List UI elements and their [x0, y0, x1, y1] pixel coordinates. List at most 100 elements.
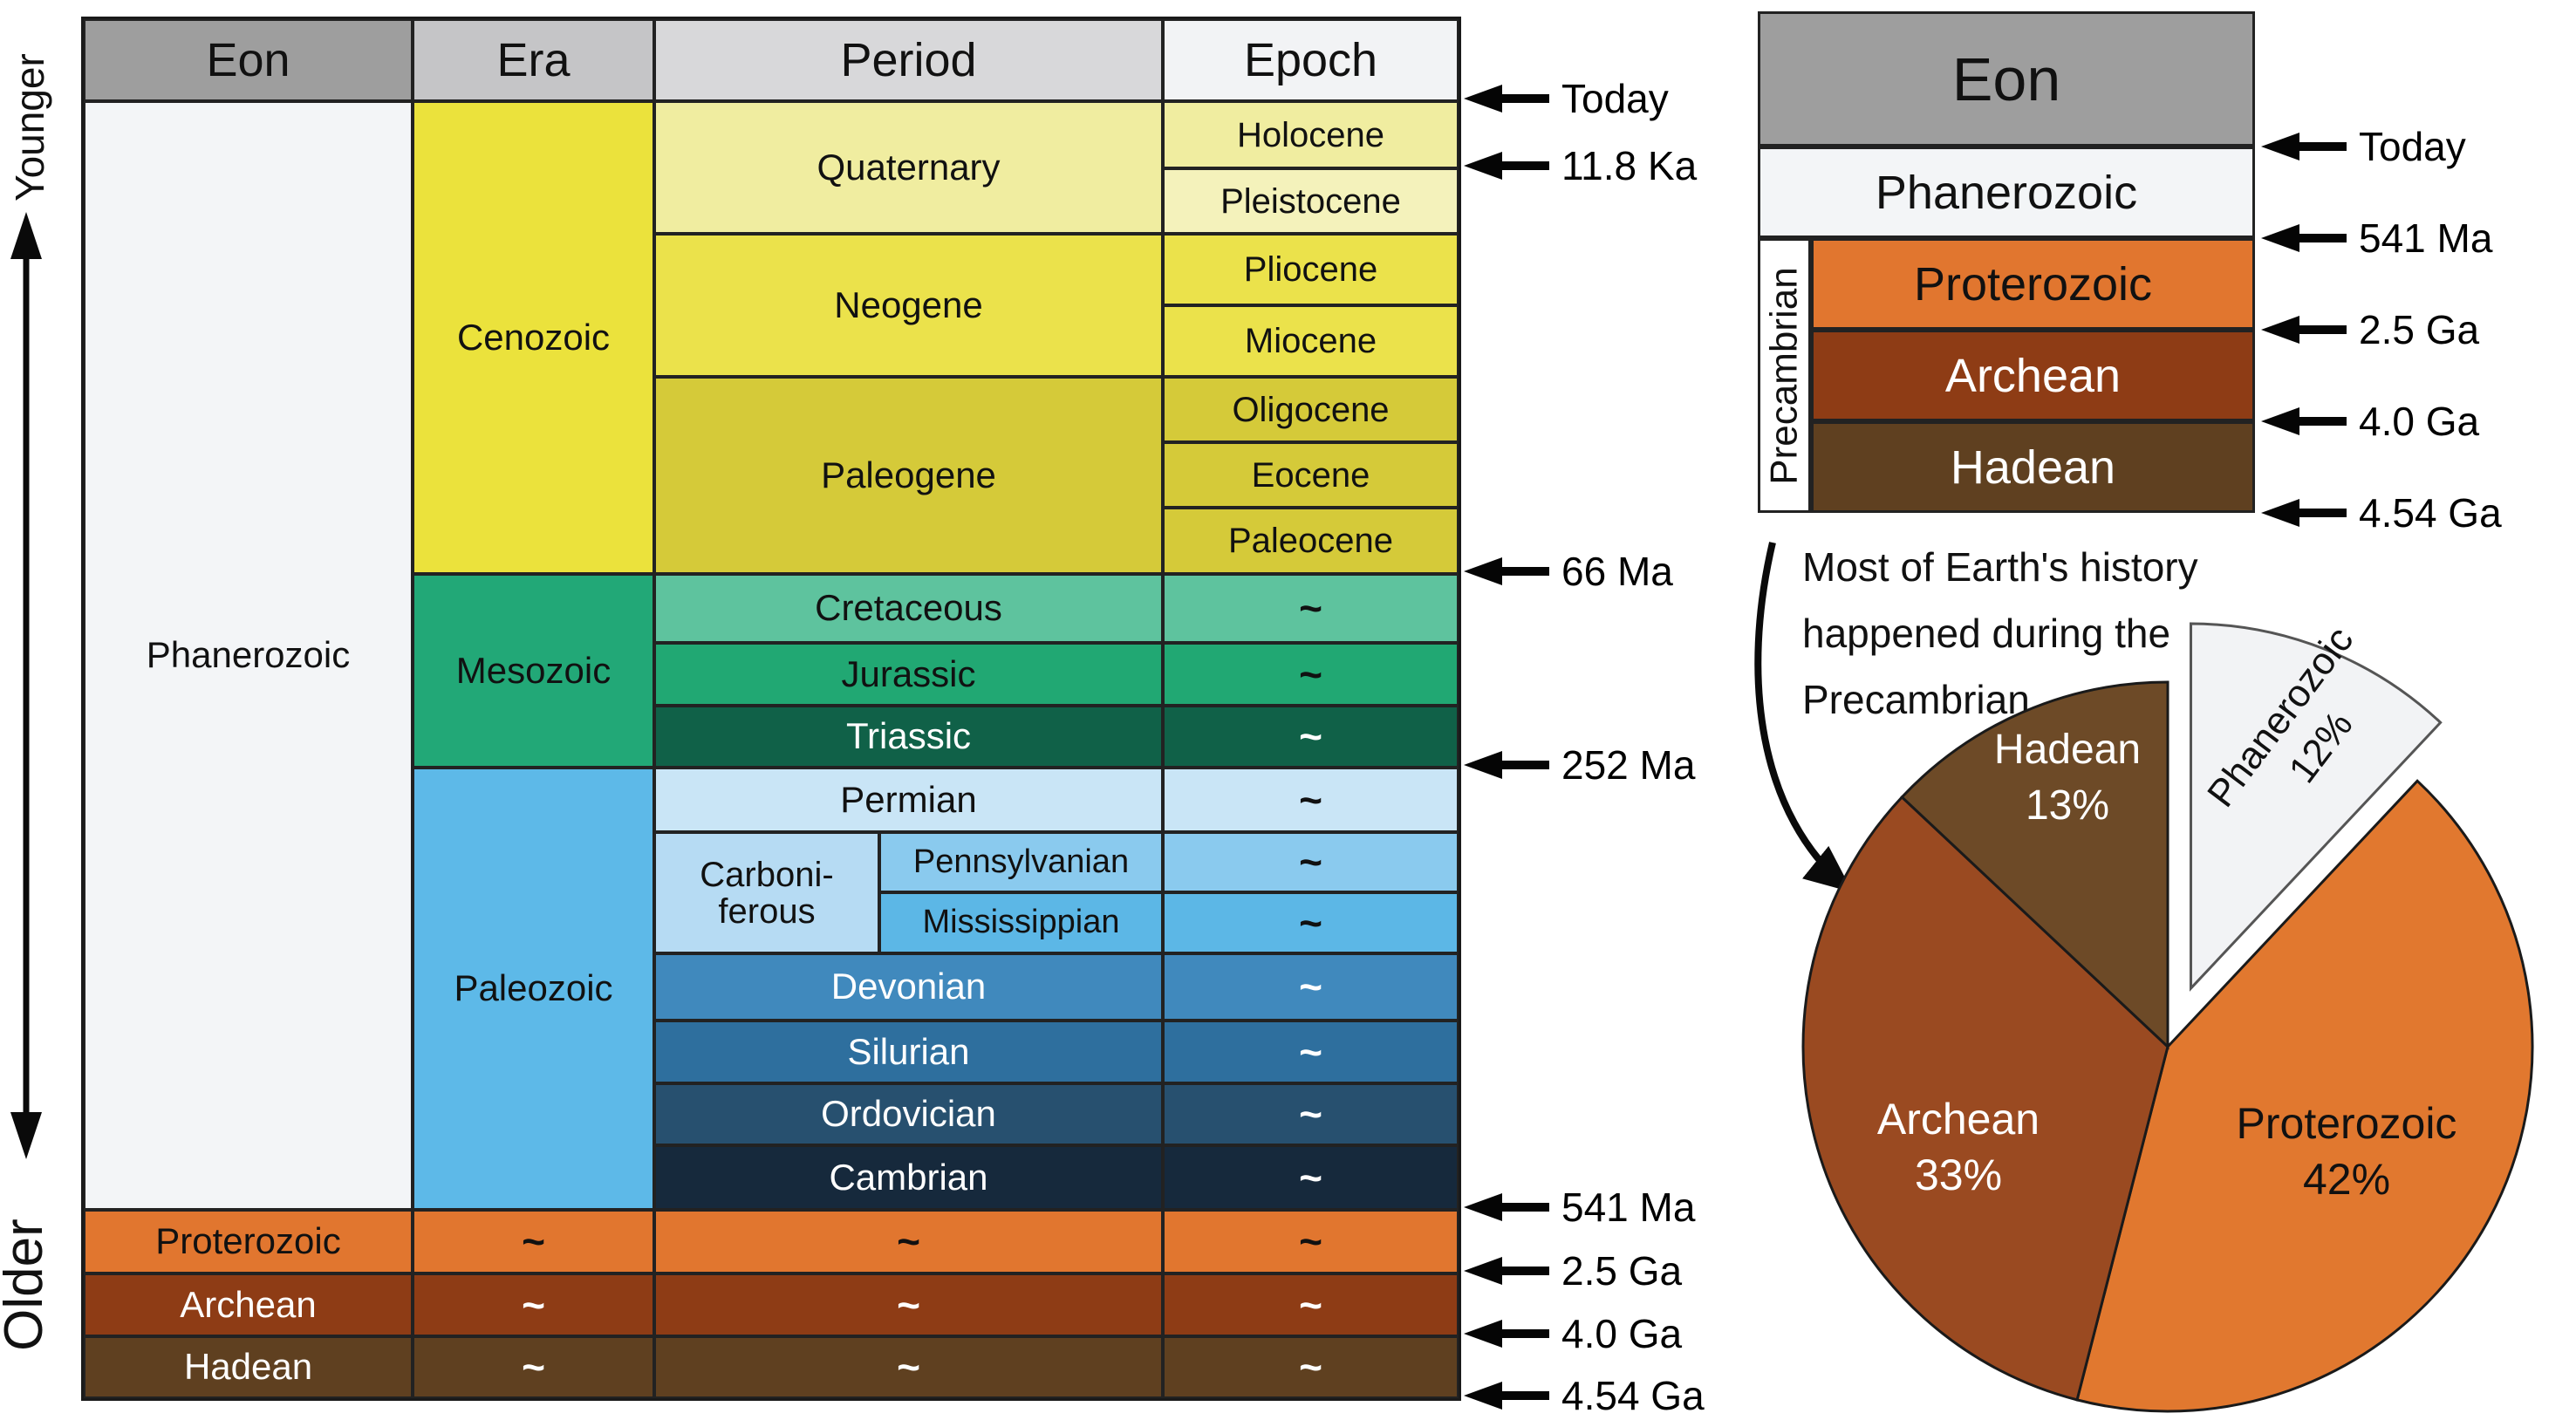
cell-period-quaternary: Quaternary	[654, 101, 1163, 234]
cell-eon-archean: Archean	[84, 1273, 413, 1336]
pie-label-archean: 33%	[1915, 1150, 2002, 1199]
age-marker-4-0-ga: 4.0 Ga	[1464, 1310, 1682, 1357]
older-axis-label: Older	[0, 1219, 54, 1351]
left-arrow-icon	[1464, 152, 1549, 180]
left-arrow-icon	[2261, 407, 2347, 435]
cell-epoch-pleistocene: Pleistocene	[1163, 168, 1459, 234]
left-arrow-icon	[1464, 751, 1549, 779]
cell-epoch-permian-tilde: ~	[1163, 768, 1459, 832]
cell-period-carboniferous: Carboni- ferous	[654, 832, 879, 953]
cell-eon-proterozoic: Proterozoic	[84, 1210, 413, 1273]
cell-period-permian: Permian	[654, 768, 1163, 832]
age-marker-today: Today	[1464, 75, 1669, 122]
age-marker-label: 4.0 Ga	[1561, 1311, 1683, 1356]
age-marker-4-54-ga: 4.54 Ga	[1464, 1372, 1705, 1419]
precambrian-annotation: Most of Earth's history happened during …	[1802, 534, 2198, 733]
cell-epoch-hadean-tilde: ~	[1163, 1336, 1459, 1398]
age-marker-label: 4.54 Ga	[1561, 1373, 1705, 1418]
pie-slice-archean	[1801, 795, 2169, 1402]
age-marker-11-8-ka: 11.8 Ka	[1464, 142, 1697, 189]
cell-epoch-silurian-tilde: ~	[1163, 1021, 1459, 1083]
left-arrow-icon	[2261, 316, 2347, 344]
eon-summary-header: Eon	[1758, 11, 2255, 147]
summary-age-marker-4-0-ga: 4.0 Ga	[2261, 398, 2479, 445]
age-marker-66-ma: 66 Ma	[1464, 548, 1673, 595]
pie-label-proterozoic: Proterozoic	[2237, 1099, 2457, 1148]
annotation-line: Most of Earth's history	[1802, 544, 2198, 590]
cell-epoch-ordovician-tilde: ~	[1163, 1083, 1459, 1145]
cell-epoch-cretaceous-tilde: ~	[1163, 574, 1459, 643]
left-arrow-icon	[1464, 1382, 1549, 1410]
younger-older-axis-arrow	[10, 212, 42, 1159]
pie-label-proterozoic: 42%	[2303, 1155, 2390, 1204]
summary-age-marker-label: Today	[2359, 124, 2466, 169]
summary-age-marker-2-5-ga: 2.5 Ga	[2261, 306, 2479, 353]
age-marker-label: 541 Ma	[1561, 1185, 1696, 1230]
cell-header-era: Era	[413, 19, 654, 101]
cell-epoch-cambrian-tilde: ~	[1163, 1145, 1459, 1210]
cell-header-period: Period	[654, 19, 1163, 101]
cell-period-archean-tilde: ~	[654, 1273, 1163, 1336]
pie-slice-hadean	[1900, 680, 2169, 1050]
cell-epoch-mississippian-tilde: ~	[1163, 892, 1459, 953]
pie-label-archean: Archean	[1877, 1095, 2040, 1144]
left-arrow-icon	[2261, 224, 2347, 252]
age-marker-label: 252 Ma	[1561, 742, 1696, 788]
cell-era-archean-tilde: ~	[413, 1273, 654, 1336]
summary-age-marker-label: 4.54 Ga	[2359, 490, 2502, 536]
summary-row-archean: Archean	[1811, 330, 2255, 421]
cell-epoch-miocene: Miocene	[1163, 305, 1459, 377]
cell-period-cretaceous: Cretaceous	[654, 574, 1163, 643]
pie-slice-phanerozoic	[2190, 622, 2443, 992]
cell-era-hadean-tilde: ~	[413, 1336, 654, 1398]
cell-epoch-pennsylvanian-tilde: ~	[1163, 832, 1459, 892]
cell-period-mississippian: Mississippian	[879, 892, 1163, 953]
left-arrow-icon	[1464, 85, 1549, 113]
cell-period-proterozoic-tilde: ~	[654, 1210, 1163, 1273]
pie-label-phanerozoic: 12%	[2281, 704, 2361, 791]
cell-header-epoch: Epoch	[1163, 19, 1459, 101]
cell-period-devonian: Devonian	[654, 953, 1163, 1021]
cell-epoch-triassic-tilde: ~	[1163, 706, 1459, 768]
pie-label-hadean: 13%	[2026, 782, 2109, 829]
cell-era-paleozoic: Paleozoic	[413, 768, 654, 1210]
summary-age-marker-4-54-ga: 4.54 Ga	[2261, 489, 2502, 536]
summary-age-marker-541-ma: 541 Ma	[2261, 215, 2492, 262]
left-arrow-icon	[1464, 1257, 1549, 1285]
left-arrow-icon	[2261, 499, 2347, 527]
cell-epoch-holocene: Holocene	[1163, 101, 1459, 168]
cell-epoch-jurassic-tilde: ~	[1163, 643, 1459, 706]
cell-epoch-paleocene: Paleocene	[1163, 508, 1459, 574]
summary-age-marker-label: 541 Ma	[2359, 215, 2493, 261]
cell-period-ordovician: Ordovician	[654, 1083, 1163, 1145]
summary-row-phanerozoic: Phanerozoic	[1758, 147, 2255, 238]
cell-eon-phanerozoic: Phanerozoic	[84, 101, 413, 1210]
age-marker-541-ma: 541 Ma	[1464, 1184, 1695, 1231]
cell-epoch-devonian-tilde: ~	[1163, 953, 1459, 1021]
age-marker-label: Today	[1561, 76, 1669, 121]
left-arrow-icon	[1464, 1193, 1549, 1221]
age-marker-252-ma: 252 Ma	[1464, 741, 1695, 789]
cell-era-mesozoic: Mesozoic	[413, 574, 654, 768]
cell-epoch-archean-tilde: ~	[1163, 1273, 1459, 1336]
cell-period-pennsylvanian: Pennsylvanian	[879, 832, 1163, 892]
precambrian-strip: Precambrian	[1758, 238, 1811, 513]
annotation-line: happened during the	[1802, 611, 2171, 656]
annotation-line: Precambrian.	[1802, 677, 2041, 722]
cell-period-hadean-tilde: ~	[654, 1336, 1163, 1398]
age-marker-label: 11.8 Ka	[1561, 143, 1698, 188]
cell-period-jurassic: Jurassic	[654, 643, 1163, 706]
cell-header-eon: Eon	[84, 19, 413, 101]
left-arrow-icon	[1464, 557, 1549, 585]
summary-age-marker-today: Today	[2261, 123, 2466, 170]
cell-epoch-eocene: Eocene	[1163, 442, 1459, 508]
left-arrow-icon	[1464, 1320, 1549, 1348]
cell-era-proterozoic-tilde: ~	[413, 1210, 654, 1273]
cell-eon-hadean: Hadean	[84, 1336, 413, 1398]
cell-epoch-proterozoic-tilde: ~	[1163, 1210, 1459, 1273]
cell-period-triassic: Triassic	[654, 706, 1163, 768]
cell-epoch-pliocene: Pliocene	[1163, 234, 1459, 305]
